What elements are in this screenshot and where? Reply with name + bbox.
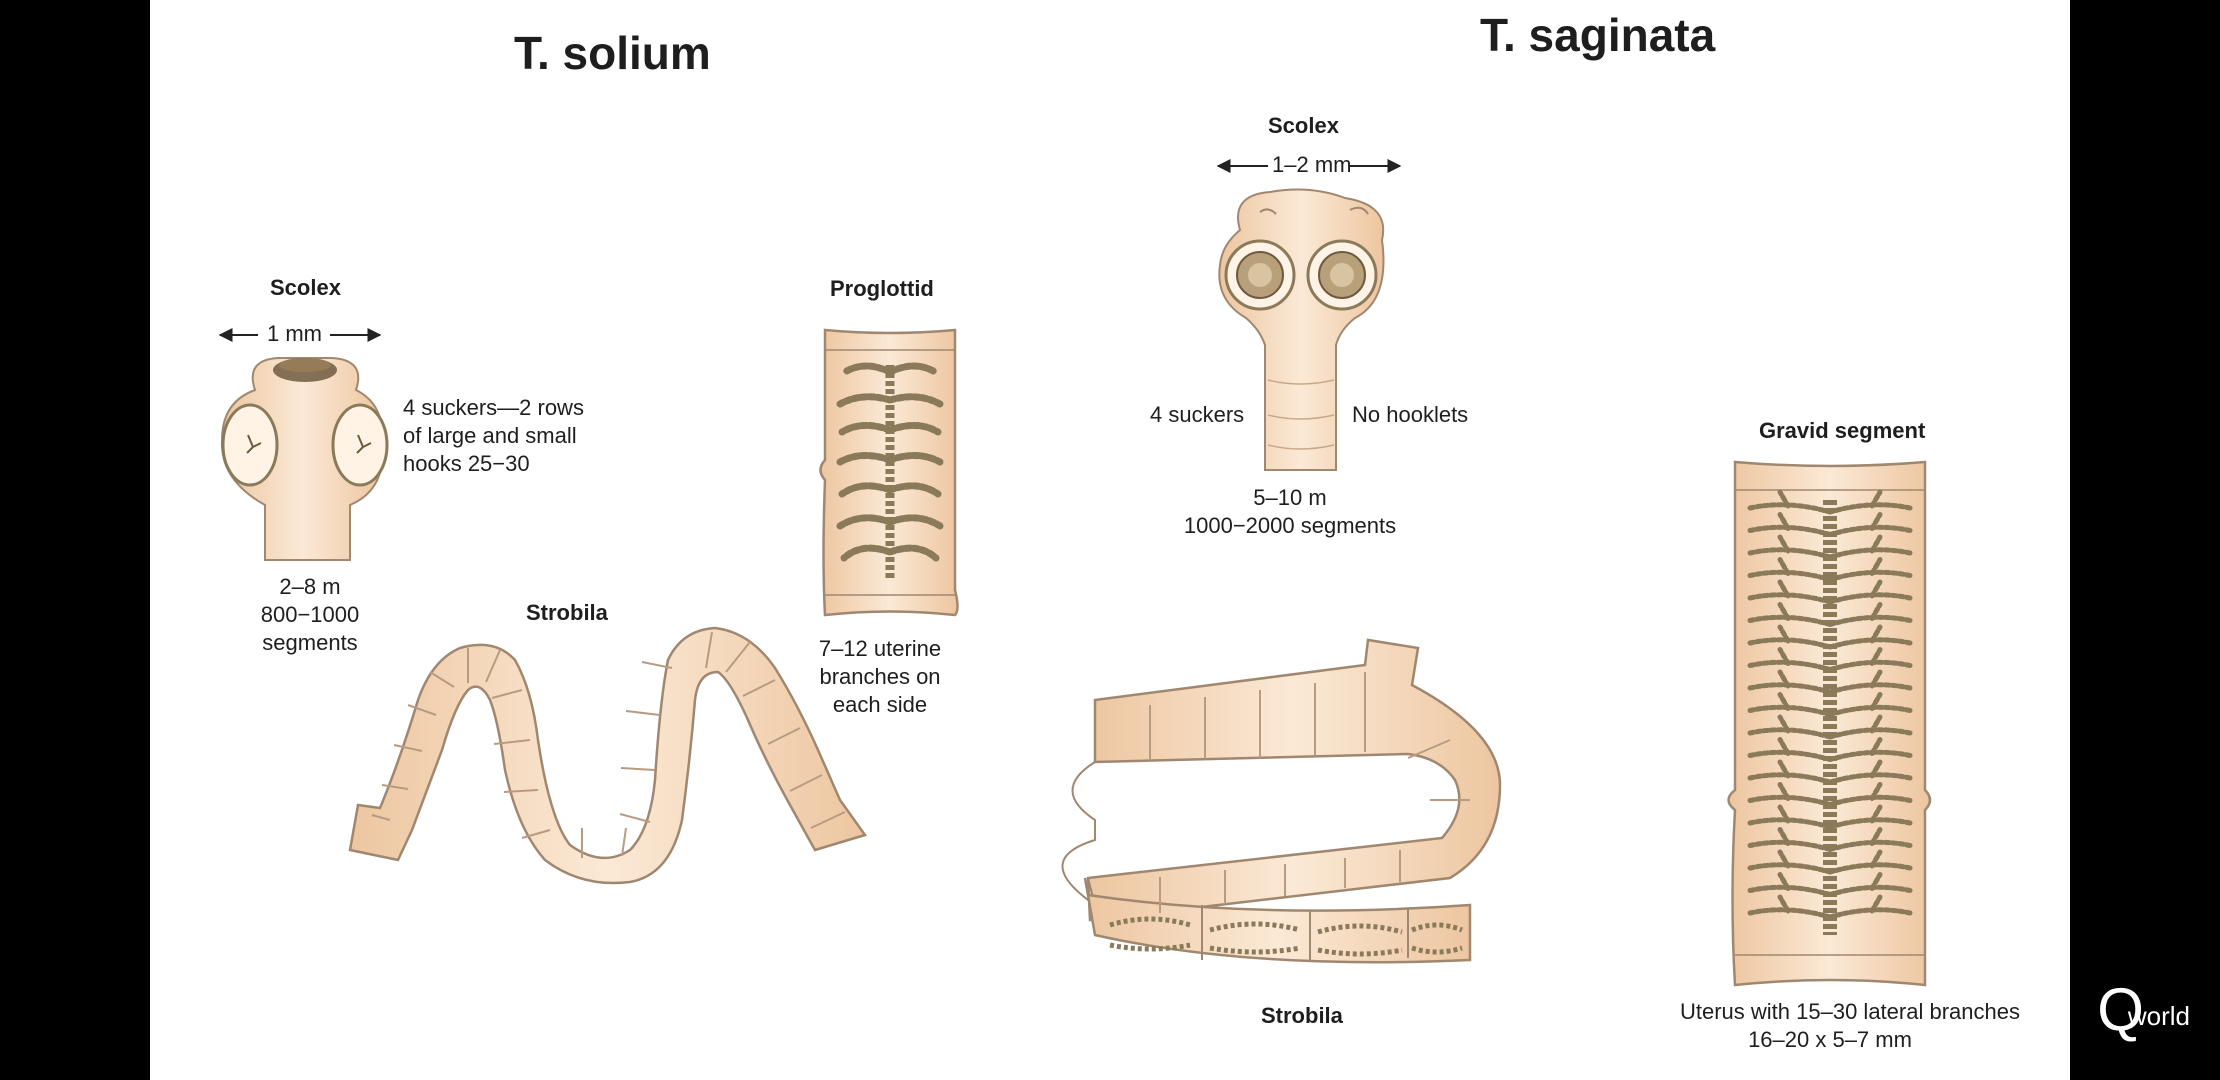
uterine-branch [1827,557,1913,582]
uterine-branch [1747,759,1833,785]
uterine-branch [1747,894,1833,920]
solium-proglottid-drawing [819,328,959,617]
uterine-branch [1827,804,1913,830]
uterine-branch [1827,782,1913,807]
uterine-branch [1747,669,1833,695]
saginata-gravid-segment-drawing [1727,460,1932,987]
saginata-scolex-label: Scolex [1268,113,1339,138]
uterine-branch [1827,692,1913,717]
uterine-branch [1747,602,1833,627]
uterine-branch [1747,624,1833,650]
uterine-branch [1827,647,1913,672]
solium-uterine-note: 7–12 uterine branches on each side [818,636,942,717]
solium-proglottid-label: Proglottid [830,276,934,301]
uterine-branch [1747,849,1833,875]
uterine-branch [1827,759,1913,785]
uterine-branch [1747,782,1833,807]
saginata-suckers-label: 4 suckers [1150,402,1245,427]
uterine-branch [1747,534,1833,560]
tapeworm-diagram [218,159,1932,987]
solium-strobila-label: Strobila [526,600,608,625]
saginata-gravid-label: Gravid segment [1759,418,1926,443]
saginata-scolex-width: 1–2 mm [1272,152,1352,177]
solium-title: T. solium [514,27,711,79]
uterine-branch [1827,669,1913,695]
uterine-branch [1827,624,1913,650]
uterine-branch [1827,849,1913,875]
uterine-branch [1827,489,1913,515]
uterine-branch [1747,804,1833,830]
uterine-branch [1827,894,1913,920]
uterine-branch [1827,512,1913,537]
uterine-branch [1747,714,1833,740]
uterine-branch [1747,647,1833,672]
solium-scolex-drawing [218,328,389,561]
saginata-uterus-note: Uterus with 15–30 lateral branches 16–20… [1680,999,2020,1052]
uterine-branch [1827,737,1913,762]
saginata-strobila-label: Strobila [1261,1003,1343,1028]
saginata-title: T. saginata [1480,9,1716,61]
uterine-branch [1827,534,1913,560]
uterine-branch [1827,827,1913,852]
uterine-branch [1747,579,1833,605]
brand-watermark: Q world [2097,976,2190,1043]
solium-scolex-label: Scolex [270,275,341,300]
uterine-branch [1747,557,1833,582]
solium-suckers-note: 4 suckers—2 rows of large and small hook… [403,395,584,476]
saginata-hooklets-label: No hooklets [1352,402,1469,427]
solium-length-note: 2–8 m 800−1000 segments [260,574,360,655]
uterine-branch [1827,872,1913,897]
uterine-branch [1827,602,1913,627]
uterine-branch [1747,827,1833,852]
saginata-scolex-drawing [1216,159,1402,471]
brand-word: world [2127,1001,2190,1031]
uterine-branch [1747,692,1833,717]
uterine-branch [1827,714,1913,740]
uterine-branch [1747,737,1833,762]
uterine-branch [1747,512,1833,537]
uterine-branch [1827,579,1913,605]
saginata-strobila-drawing [1061,638,1502,964]
brand-logo-icon: Q [2097,976,2144,1043]
uterine-branch [1747,872,1833,897]
solium-scolex-width: 1 mm [267,321,322,346]
uterine-branch [1747,489,1833,515]
slide: T. solium Scolex 1 mm 4 suckers—2 rows o… [150,0,2070,1080]
saginata-length-note: 5–10 m 1000−2000 segments [1183,485,1397,538]
solium-strobila-drawing [348,626,868,885]
